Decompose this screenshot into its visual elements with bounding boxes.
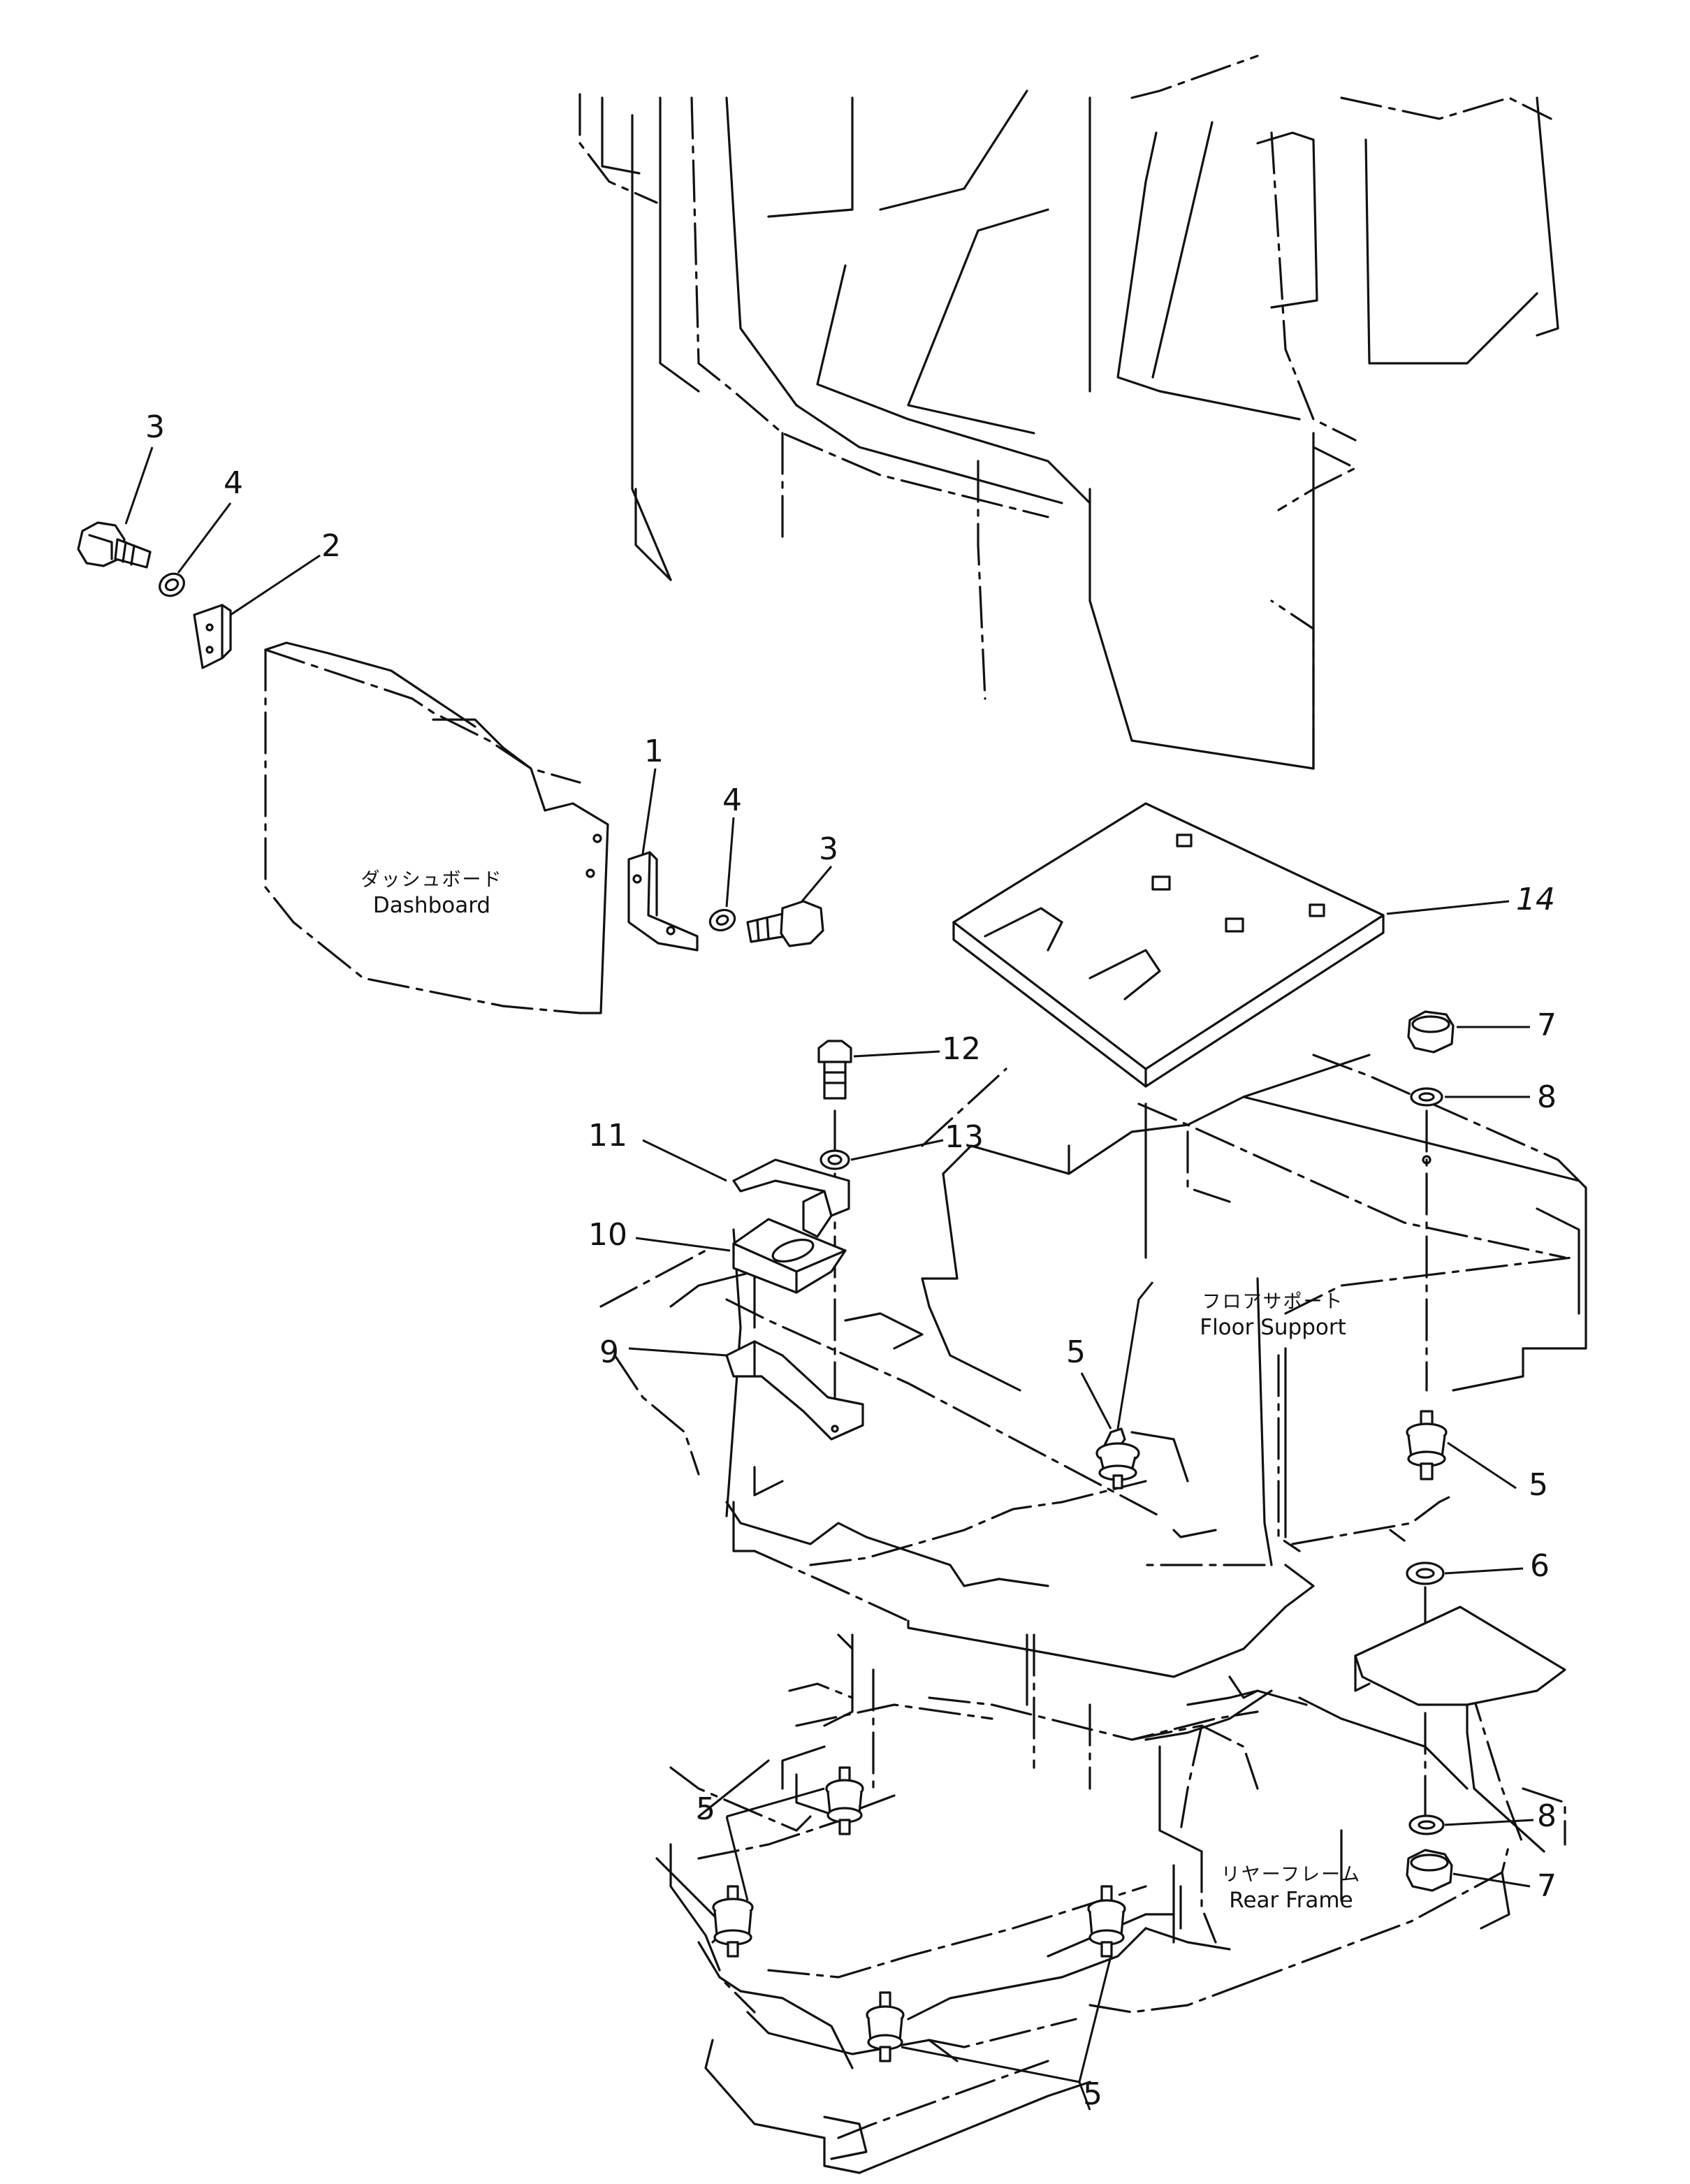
floor-support-frame — [599, 1054, 1587, 1566]
part-labels: ダッシュボード Dashboard フロアサポート Floor Support … — [361, 869, 1362, 1913]
bolt-3-upper — [77, 521, 152, 569]
right-axis-hole — [1422, 1155, 1432, 1165]
floor-mat — [952, 802, 1385, 1088]
callout-5-center: 5 — [1066, 1334, 1086, 1370]
callout-9: 9 — [599, 1334, 619, 1370]
dashboard-panel — [264, 641, 609, 1014]
cab-outline — [578, 54, 1559, 770]
callout-12: 12 — [942, 1031, 981, 1067]
washer-8-lower — [1408, 1814, 1445, 1835]
mount-5-rear-c — [1087, 1885, 1126, 1958]
mount-5-right — [1389, 1410, 1448, 1542]
callout-3-upper: 3 — [145, 409, 165, 445]
rear-mount-plate — [1354, 1606, 1566, 1734]
washer-13 — [819, 1149, 850, 1170]
callout-1: 1 — [644, 734, 664, 769]
bolt-12 — [817, 1040, 852, 1100]
callout-4-upper: 4 — [224, 465, 243, 501]
callout-8-lower: 8 — [1537, 1798, 1557, 1834]
callout-5-right: 5 — [1529, 1467, 1548, 1503]
callout-7-lower: 7 — [1537, 1868, 1557, 1904]
bracket-2 — [193, 604, 232, 669]
washer-4-lower — [708, 908, 736, 932]
callout-11: 11 — [588, 1118, 627, 1153]
rear-frame — [655, 1633, 1566, 2174]
rear-frame-label-jp: リヤーフレーム — [1221, 1864, 1362, 1886]
callout-5-bottom: 5 — [1083, 2076, 1102, 2112]
callout-14: 14 — [1516, 882, 1555, 917]
floor-support-label-jp: フロアサポート — [1202, 1291, 1344, 1313]
callout-3-lower: 3 — [819, 831, 838, 867]
nut-7-upper — [1407, 1010, 1455, 1054]
callout-10: 10 — [588, 1217, 627, 1253]
washer-4-upper — [159, 572, 185, 597]
rear-frame-label-en: Rear Frame — [1229, 1888, 1353, 1913]
clamp-11 — [732, 1158, 850, 1238]
washer-6 — [1406, 1561, 1445, 1585]
callout-5-rear: 5 — [696, 1791, 715, 1827]
floor-plate-edge — [613, 1228, 1315, 1678]
washer-8-upper — [1410, 1087, 1443, 1107]
callout-numbers: 3 4 2 1 4 3 14 7 8 12 13 11 10 9 5 5 6 8… — [145, 409, 1557, 2112]
leader-lines — [124, 446, 1534, 2111]
floor-support-label-en: Floor Support — [1200, 1315, 1346, 1340]
bracket-10 — [732, 1218, 847, 1294]
bracket-9 — [725, 1340, 864, 1441]
callout-4-lower: 4 — [722, 782, 742, 818]
mount-5-leader-curve — [1116, 1281, 1154, 1429]
nut-7-lower — [1406, 1849, 1453, 1892]
dashboard-label-en: Dashboard — [373, 893, 490, 918]
mount-5-rear-d — [866, 1991, 905, 2062]
callout-2: 2 — [321, 528, 341, 564]
mount-5-rear-b — [712, 1885, 754, 1958]
callout-8-upper: 8 — [1537, 1079, 1557, 1115]
bolt-3-lower — [746, 900, 824, 947]
mount-5-center — [1095, 1427, 1140, 1490]
callout-7-upper: 7 — [1537, 1007, 1557, 1043]
callout-13: 13 — [945, 1119, 984, 1155]
mount-5-rear-a — [825, 1766, 864, 1835]
callout-6: 6 — [1530, 1548, 1550, 1584]
bracket-1 — [627, 851, 699, 952]
dashboard-label-jp: ダッシュボード — [361, 869, 503, 891]
